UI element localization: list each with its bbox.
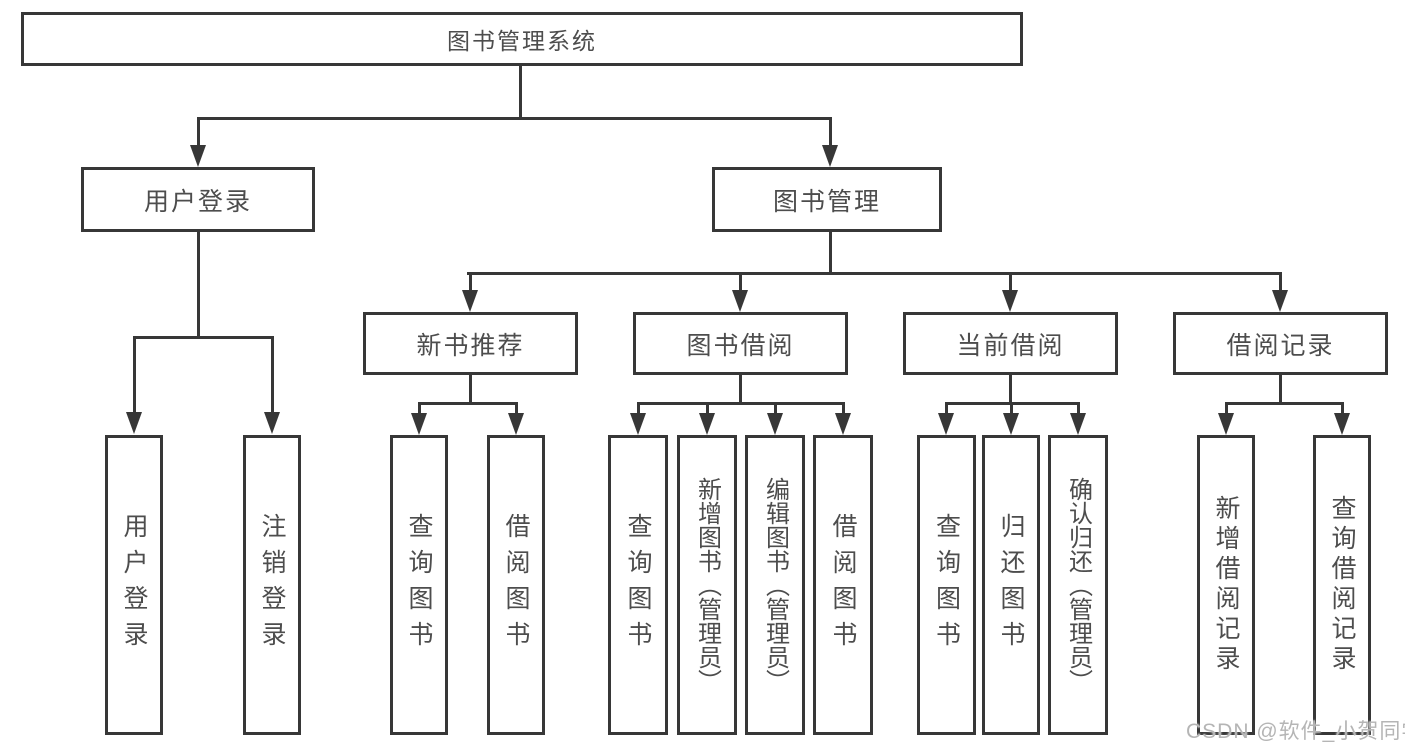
arrow-down-icon (699, 413, 715, 435)
arrow-down-icon (822, 145, 838, 167)
leaf-query-borrow-record: 查询借阅记录 (1313, 435, 1371, 735)
connector-line (133, 336, 274, 339)
connector-line (418, 404, 421, 414)
arrow-down-icon (1002, 290, 1018, 312)
node-book-management: 图书管理 (712, 167, 942, 232)
arrow-down-icon (462, 290, 478, 312)
leaf-user-login: 用户登录 (105, 435, 163, 735)
leaf-return-books: 归还图书 (982, 435, 1040, 735)
node-new-book-recommend: 新书推荐 (363, 312, 578, 375)
connector-line (133, 338, 136, 413)
connector-line (1225, 402, 1344, 405)
leaf-query-books-borrow: 查询图书 (608, 435, 668, 735)
connector-line (829, 119, 832, 145)
connector-line (1077, 404, 1080, 414)
arrow-down-icon (835, 413, 851, 435)
connector-line (1225, 404, 1228, 414)
arrow-down-icon (938, 413, 954, 435)
connector-line (945, 402, 1080, 405)
connector-line (1341, 404, 1344, 414)
connector-line (739, 375, 742, 404)
connector-line (469, 375, 472, 404)
leaf-logout: 注销登录 (243, 435, 301, 735)
connector-line (739, 274, 742, 291)
leaf-add-borrow-record: 新增借阅记录 (1197, 435, 1255, 735)
leaf-add-books-admin: 新增图书（管理员） (677, 435, 737, 735)
leaf-borrow-books-borrow: 借阅图书 (813, 435, 873, 735)
connector-line (842, 404, 845, 414)
leaf-borrow-books-recommend: 借阅图书 (487, 435, 545, 735)
leaf-query-books-recommend: 查询图书 (390, 435, 448, 735)
connector-line (197, 119, 200, 145)
node-borrow-records: 借阅记录 (1173, 312, 1388, 375)
connector-line (1010, 404, 1013, 414)
connector-line (519, 66, 522, 119)
connector-line (1009, 375, 1012, 404)
connector-line (469, 274, 472, 291)
node-library-management-system: 图书管理系统 (21, 12, 1023, 66)
connector-line (197, 117, 832, 120)
connector-line (1009, 274, 1012, 291)
leaf-confirm-return-admin: 确认归还（管理员） (1048, 435, 1108, 735)
arrow-down-icon (1272, 290, 1288, 312)
leaf-query-books-current: 查询图书 (917, 435, 976, 735)
arrow-down-icon (126, 412, 142, 434)
connector-line (271, 338, 274, 413)
connector-line (774, 404, 777, 414)
arrow-down-icon (1218, 413, 1234, 435)
arrow-down-icon (630, 413, 646, 435)
connector-line (1279, 274, 1282, 291)
node-book-borrow: 图书借阅 (633, 312, 848, 375)
arrow-down-icon (1070, 413, 1086, 435)
arrow-down-icon (1334, 413, 1350, 435)
arrow-down-icon (767, 413, 783, 435)
arrow-down-icon (411, 413, 427, 435)
arrow-down-icon (1003, 413, 1019, 435)
connector-line (706, 404, 709, 414)
arrow-down-icon (508, 413, 524, 435)
connector-line (515, 404, 518, 414)
connector-line (418, 402, 518, 405)
connector-line (945, 404, 948, 414)
connector-line (829, 232, 832, 274)
node-current-borrow: 当前借阅 (903, 312, 1118, 375)
node-user-login: 用户登录 (81, 167, 315, 232)
arrow-down-icon (732, 290, 748, 312)
connector-line (197, 232, 200, 337)
leaf-edit-books-admin: 编辑图书（管理员） (745, 435, 805, 735)
connector-line (1279, 375, 1282, 404)
connector-line (467, 272, 1282, 275)
connector-line (637, 402, 845, 405)
arrow-down-icon (264, 412, 280, 434)
watermark: CSDN @软件_小贺同学 (1186, 720, 1405, 743)
connector-line (637, 404, 640, 414)
arrow-down-icon (190, 145, 206, 167)
